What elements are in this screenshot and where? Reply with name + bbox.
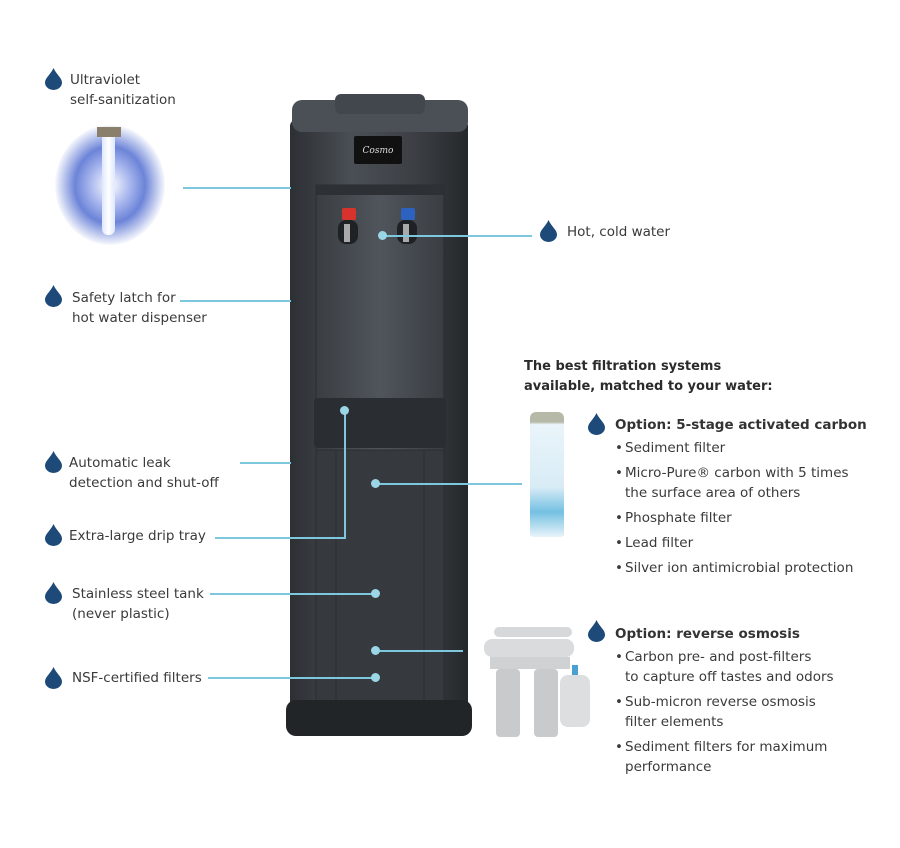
water-drop-icon <box>45 524 62 546</box>
filtration-heading: The best filtration systems available, m… <box>524 359 773 394</box>
brand-logo: Cosmo <box>363 146 394 156</box>
carbon-filter-image <box>530 412 564 537</box>
uv-lamp-cap <box>97 127 121 137</box>
water-cooler-image: Cosmo <box>286 94 472 736</box>
latch-leader-line <box>180 300 291 302</box>
option-title: Option: 5-stage activated carbon <box>615 417 867 433</box>
drip-leader-line-vertical <box>344 410 346 539</box>
ro-leader-dot <box>371 646 380 655</box>
water-drop-icon <box>45 451 62 473</box>
callout-drip: Extra-large drip tray <box>69 528 206 544</box>
water-drop-icon <box>588 620 605 642</box>
nsf-leader-dot <box>371 673 380 682</box>
option-item: Sub-micron reverse osmosis filter elemen… <box>615 692 834 732</box>
water-drop-icon <box>540 220 557 242</box>
option-item: Micro-Pure® carbon with 5 times the surf… <box>615 463 867 503</box>
uv-lamp-tube <box>102 137 115 235</box>
water-drop-icon <box>588 413 605 435</box>
option-title: Option: reverse osmosis <box>615 626 800 642</box>
water-drop-icon <box>45 285 62 307</box>
hotcold-leader-line <box>382 235 532 237</box>
callout-uv: Ultraviolet self-sanitization <box>70 72 176 108</box>
filter-option-ro: Option: reverse osmosis Carbon pre- and … <box>615 626 834 782</box>
uv-leader-line <box>183 187 291 189</box>
filter-option-carbon: Option: 5-stage activated carbon Sedimen… <box>615 417 867 583</box>
tank-leader-line <box>210 593 375 595</box>
option-item: Phosphate filter <box>615 508 867 528</box>
option-item: Carbon pre- and post-filters to capture … <box>615 647 834 687</box>
option-item: Silver ion antimicrobial protection <box>615 558 867 578</box>
water-drop-icon <box>45 68 62 90</box>
option-item: Lead filter <box>615 533 867 553</box>
drip-leader-line <box>215 537 346 539</box>
leak-leader-line <box>240 462 291 464</box>
carbon-leader-dot <box>371 479 380 488</box>
option-item: Sediment filter <box>615 438 867 458</box>
callout-hotcold: Hot, cold water <box>567 224 671 240</box>
water-drop-icon <box>45 582 62 604</box>
drip-leader-dot <box>340 406 349 415</box>
callout-tank: Stainless steel tank (never plastic) <box>72 586 204 622</box>
hotcold-leader-dot <box>378 231 387 240</box>
nsf-leader-line <box>208 677 375 679</box>
callout-nsf: NSF-certified filters <box>72 670 202 686</box>
water-drop-icon <box>45 667 62 689</box>
ro-leader-line <box>375 650 463 652</box>
reverse-osmosis-system-image <box>484 627 590 737</box>
callout-latch: Safety latch for hot water dispenser <box>72 290 207 326</box>
callout-leak: Automatic leak detection and shut-off <box>69 455 219 491</box>
tank-leader-dot <box>371 589 380 598</box>
carbon-leader-line <box>375 483 522 485</box>
option-item: Sediment filters for maximum performance <box>615 737 834 777</box>
